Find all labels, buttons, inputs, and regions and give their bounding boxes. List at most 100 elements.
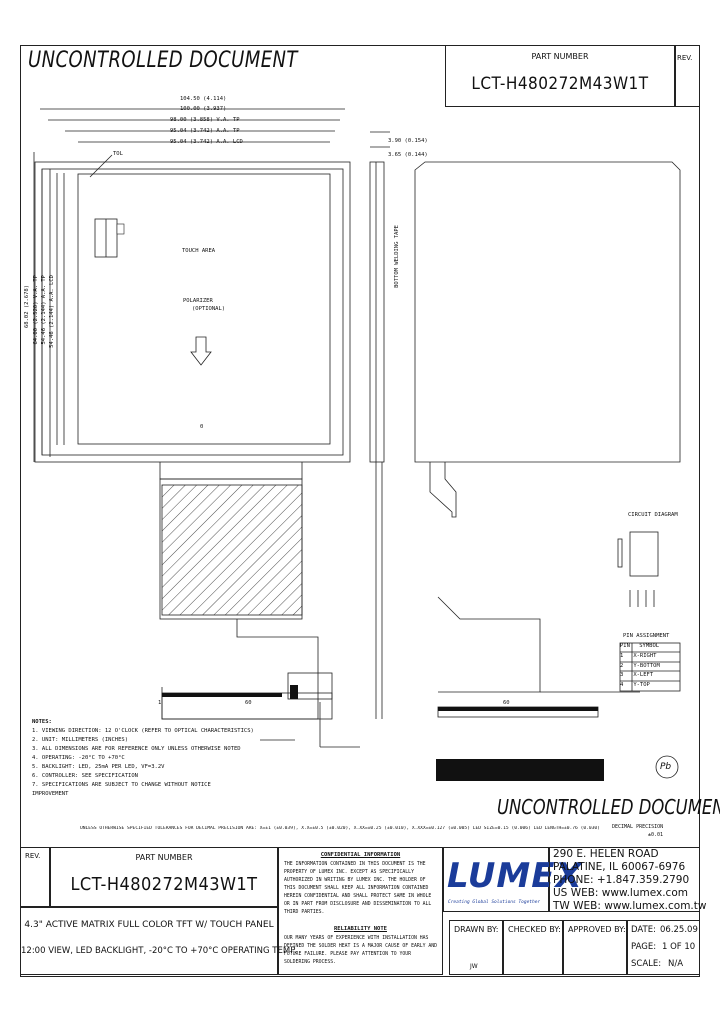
conf-text: THE INFORMATION CONTAINED IN THIS DOCUME… [284,862,432,915]
circuit-diagram-label: CIRCUIT DIAGRAM [628,512,678,518]
pin-num: 4 [620,681,624,688]
fpc-contacts [436,759,604,781]
description-line-1: 4.3" ACTIVE MATRIX FULL COLOR TFT W/ TOU… [24,920,274,930]
uncontrolled-stamp-lower: UNCONTROLLED DOCUMENT [497,795,720,819]
pb-free-mark: Pb [660,762,672,772]
phone-line: PHONE: +1.847.359.2790 [553,874,690,886]
pin-table: PIN SYMBOL 1 X-RIGHT 2 Y-BOTTOM 3 X-LEFT 4 Y… [620,643,680,691]
scale-label: SCALE: [631,959,662,969]
pin-60-label: 60 [245,700,252,706]
rel-title: RELIABILITY NOTE [334,926,387,932]
pin-symbol: Y-TOP [633,681,650,688]
pin-table-title: PIN ASSIGNMENT [623,633,670,639]
approved-by-cell: APPROVED BY: [563,920,627,975]
pin-symbol: Y-BOTTOM [633,662,660,669]
precision-label: DECIMAL PRECISION [612,824,664,830]
welding-tape-label: BOTTOM WELDING TAPE [394,225,400,288]
note-line: 3. ALL DIMENSIONS ARE FOR REFERENCE ONLY… [32,746,241,752]
tb-rev-cell: REV. [20,847,50,907]
note-line: IMPROVEMENT [32,791,69,797]
pin-table-header-pin: PIN [620,643,630,649]
precision-value: ±0.01 [648,832,664,838]
dim-top-3: 95.04 (3.742) A.A. TP [170,128,240,134]
description-line-2: 12:00 VIEW, LED BACKLIGHT, -20°C TO +70°… [21,946,297,956]
pin-num: 1 [620,653,624,659]
tb-confidential-cell: CONFIDENTIAL INFORMATION THE INFORMATION… [278,847,443,975]
note-line: 7. SPECIFICATIONS ARE SUBJECT TO CHANGE … [32,782,211,788]
drawn-by-cell: DRAWN BY: JW [449,920,503,975]
pin-symbol: X-LEFT [633,672,654,679]
pin-row: 3 X-LEFT [620,672,680,682]
tb-part-number-label: PART NUMBER [135,853,193,862]
note-line: 5. BACKLIGHT: LED, 25mA PER LED, VF=3.2V [32,764,165,770]
polarizer-label: POLARIZER [183,298,213,304]
pin-num: 3 [620,672,624,679]
pin-table-header-symbol: SYMBOL [639,643,660,649]
tb-rev-label: REV. [25,852,41,860]
tb-part-cell: PART NUMBER LCT-H480272M43W1T [50,847,278,907]
pin-num: 2 [620,662,624,669]
tb-part-number: LCT-H480272M43W1T [70,874,258,895]
uncontrolled-stamp: UNCONTROLLED DOCUMENT [28,48,298,73]
tail-hatch [161,484,303,616]
date-label: DATE: [631,925,656,935]
tw-web-link[interactable]: TW WEB: www.lumex.com.tw [553,900,707,912]
lumex-logo: LUMEX [447,856,583,896]
dim-side-1: 3.65 (0.144) [388,152,428,158]
dim-left-3: 54.46 (2.144) A.A. LCD [49,275,55,348]
pin-1-label: 1 [158,700,162,706]
part-number: LCT-H480272M43W1T [471,74,649,94]
dim-left-2: 54.46 (2.144) A.A. TP [41,275,47,345]
note-line: 6. CONTROLLER: SEE SPECIFICATION [32,773,138,779]
part-number-box: PART NUMBER LCT-H480272M43W1T [445,45,675,107]
conf-title: CONFIDENTIAL INFORMATION [320,852,401,858]
lumex-tagline: Creating Global Solutions Together [448,900,541,905]
technical-drawing [33,108,681,781]
touch-area-label: TOUCH AREA [182,248,216,254]
tolerance-line: UNLESS OTHERWISE SPECIFIED TOLERANCES FO… [80,826,600,831]
notes-title: NOTES: [32,719,52,725]
dim-top-2: 98.00 (3.858) V.A. TP [170,117,240,123]
dim-left-0: 68.02 (2.678) [24,285,30,329]
page-value: 1 OF 10 [662,942,696,952]
part-number-label: PART NUMBER [531,52,589,61]
approved-by-label: APPROVED BY: [568,925,626,934]
rev-box: REV. [675,45,700,107]
date-value: 06.25.09 [660,925,698,935]
pin-row: 4 Y-TOP [620,682,680,692]
dim-top-1: 100.00 (3.937) [180,106,227,112]
drawn-by-value: JW [470,963,478,970]
note-line: 4. OPERATING: -20°C TO +70°C [32,755,125,761]
tb-logo-cell: LUMEX Creating Global Solutions Together [443,847,582,912]
dim-top-0: 104.50 (4.114) [180,96,227,102]
checked-by-label: CHECKED BY: [508,925,561,934]
drawn-by-label: DRAWN BY: [454,925,499,934]
orientation-label: (OPTIONAL) [192,306,226,312]
bottom-mark: 0 [200,424,204,430]
date-page-scale-cell: DATE: 06.25.09 PAGE: 1 OF 10 SCALE: N/A [627,920,700,975]
rev-label: REV. [677,54,693,62]
pin-row: 1 X-RIGHT [620,653,680,663]
dim-side-0: 3.90 (0.154) [388,138,428,144]
notes-block: NOTES: 1. VIEWING DIRECTION: 12 O'CLOCK … [32,718,254,799]
pin-60-side-label: 60 [503,700,510,706]
dim-left-1: 64.00 (2.520) V.A. TP [33,275,39,345]
page-label: PAGE: [631,942,657,952]
tb-address-cell: 290 E. HELEN ROAD PALATINE, IL 60067-697… [549,847,706,912]
pin-table-header: PIN SYMBOL [620,643,680,653]
rel-text: OUR MANY YEARS OF EXPERIENCE WITH INSTAL… [284,936,438,965]
address-line: PALATINE, IL 60067-6976 [553,861,686,873]
scale-value: N/A [668,959,684,969]
pin-row: 2 Y-BOTTOM [620,663,680,673]
address-line: 290 E. HELEN ROAD [553,848,659,860]
checked-by-cell: CHECKED BY: [503,920,563,975]
note-line: 2. UNIT: MILLIMETERS (INCHES) [32,737,129,743]
tb-description-cell: 4.3" ACTIVE MATRIX FULL COLOR TFT W/ TOU… [20,907,297,975]
front-outline [34,161,351,463]
pin-symbol: X-RIGHT [633,653,657,659]
note-line: 1. VIEWING DIRECTION: 12 O'CLOCK (REFER … [32,728,254,734]
drawing-sheet [20,45,700,977]
dim-top-4: 95.04 (3.742) A.A. LCD [170,139,243,145]
us-web-link[interactable]: US WEB: www.lumex.com [553,887,688,899]
tol-label: TOL [113,151,123,157]
